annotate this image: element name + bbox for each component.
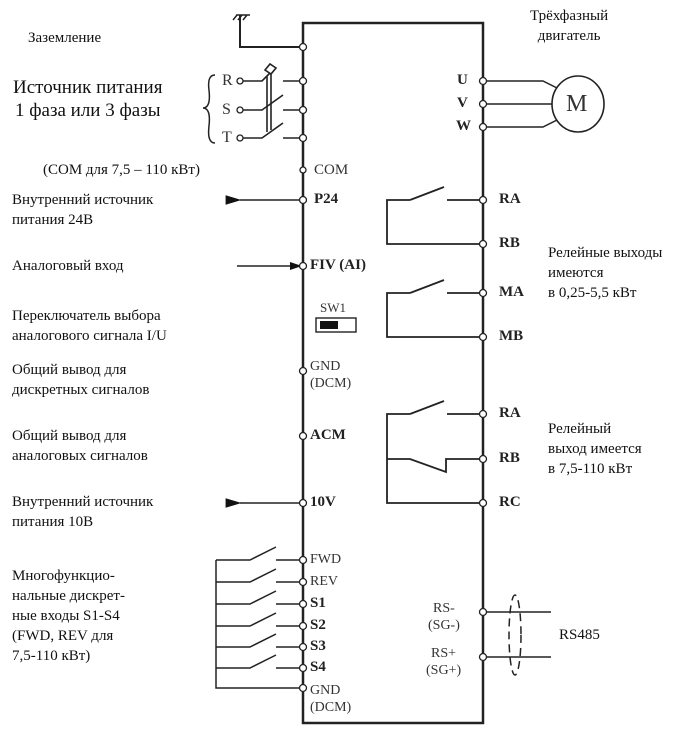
terminal-gnd-dcm-1: GND (DCM) — [310, 359, 352, 391]
terminal-rc: RC — [499, 494, 521, 510]
common-discrete-label: Общий вывод для дискретных сигналов — [12, 362, 150, 398]
rs485-label: RS485 — [559, 627, 600, 643]
terminal-fwd: FWD — [310, 552, 342, 567]
sw1-switch — [315, 317, 357, 333]
power-source-label: Источник питания 1 фаза или 3 фазы — [13, 77, 163, 121]
terminal-u: U — [457, 72, 468, 88]
terminal-p24: P24 — [314, 191, 339, 207]
internal-10v-label: Внутренний источник питания 10В — [12, 494, 154, 530]
ground-icon — [232, 14, 303, 48]
relay-ma-mb — [386, 279, 483, 338]
multi-inputs-label: Многофункцио- нальные дискрет- ные входы… — [12, 568, 125, 664]
motor-label: Трёхфазный двигатель — [530, 8, 609, 44]
phase-t: T — [222, 129, 232, 146]
terminal-com: COM — [314, 162, 349, 178]
terminal-ra-1: RA — [499, 191, 521, 207]
terminal-s2: S2 — [310, 617, 326, 633]
terminal-s3: S3 — [310, 638, 326, 654]
terminal-rb-2: RB — [499, 450, 520, 466]
motor-wiring — [483, 80, 558, 128]
terminal-mb: MB — [499, 328, 524, 344]
phase-r: R — [222, 72, 233, 89]
common-analog-label: Общий вывод для аналоговых сигналов — [12, 428, 148, 464]
terminal-ra-2: RA — [499, 405, 521, 421]
terminal-w: W — [456, 118, 471, 134]
terminal-fiv: FIV (AI) — [310, 257, 366, 273]
digital-input-switches — [215, 546, 303, 689]
brace-icon — [202, 74, 216, 144]
internal-24v-label: Внутренний источник питания 24В — [12, 192, 154, 228]
terminal-acm: ACM — [310, 427, 346, 443]
sw-selector-label: Переключатель выбора аналогового сигнала… — [12, 308, 167, 344]
circuit-breaker — [243, 62, 303, 139]
terminal-rev: REV — [310, 574, 338, 589]
relay-ra-rb-rc — [386, 400, 483, 504]
terminal-ma: MA — [499, 284, 524, 300]
rs485-wiring — [483, 594, 551, 676]
terminal-rs-minus: RS- (SG-) — [428, 601, 460, 633]
terminal-rb-1: RB — [499, 235, 520, 251]
terminal-gnd-dcm-2: GND (DCM) — [310, 683, 352, 715]
ground-label: Заземление — [28, 30, 102, 46]
relay-ra-rb — [386, 186, 483, 245]
com-note-label: (COM для 7,5 – 110 кВт) — [43, 162, 200, 178]
motor-symbol: M — [566, 91, 588, 117]
analog-input-label: Аналоговый вход — [12, 258, 124, 274]
supply-terminal-circles — [236, 77, 244, 142]
terminal-s4: S4 — [310, 659, 326, 675]
sw1-label: SW1 — [320, 300, 346, 315]
phase-s: S — [222, 101, 231, 118]
terminal-v: V — [457, 95, 468, 111]
terminal-s1: S1 — [310, 595, 326, 611]
terminal-10v: 10V — [310, 494, 336, 510]
relay-small-label: Релейные выходы имеются в 0,25-5,5 кВт — [548, 245, 663, 301]
relay-large-label: Релейный выход имеется в 7,5-110 кВт — [548, 421, 642, 477]
terminal-circles — [298, 42, 488, 693]
motor-icon — [551, 75, 605, 133]
terminal-rs-plus: RS+ (SG+) — [426, 646, 462, 678]
